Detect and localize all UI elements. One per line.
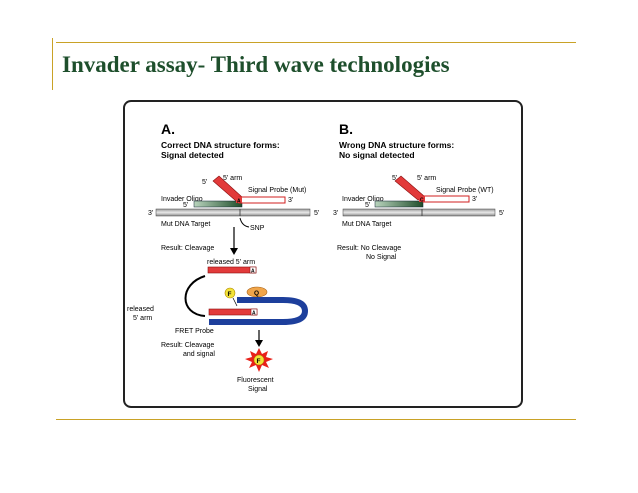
- panel-a-three-prime-target: 3': [148, 210, 153, 217]
- panel-a-fret-probe-label: FRET Probe: [175, 328, 214, 335]
- panel-a-fluorophore-label: F: [228, 291, 232, 298]
- panel-b-five-prime-oligo: 5': [365, 202, 370, 209]
- panel-a-fluorescent-line2: Signal: [248, 386, 268, 393]
- panel-b-three-prime-probe: 3': [472, 196, 477, 203]
- title-accent-vertical-line: [52, 38, 53, 90]
- panel-b-five-prime-target: 5': [499, 210, 504, 217]
- panel-a-five-prime-oligo: 5': [183, 202, 188, 209]
- panel-a-invading-arm: [208, 308, 258, 316]
- figure-diagram: A. Correct DNA structure forms: Signal d…: [127, 121, 504, 393]
- panel-a-invader-oligo-label: Invader Oligo: [161, 196, 203, 203]
- panel-b-heading-line2: No signal detected: [339, 150, 415, 160]
- panel-a-letter: A.: [161, 121, 175, 137]
- footer-divider-line: [56, 419, 576, 420]
- panel-b-signal-probe: [422, 195, 470, 203]
- panel-a-curved-arrow: [184, 275, 206, 317]
- panel-a-fluorophore-link: [232, 297, 238, 307]
- panel-a-fluorescent-line1: Fluorescent: [237, 377, 274, 384]
- panel-b-letter: B.: [339, 121, 353, 137]
- panel-a-signal-probe-label: Signal Probe (Mut): [248, 187, 306, 194]
- panel-a-free-fluorophore-label: F: [257, 358, 261, 365]
- panel-a-signal-probe: [238, 196, 286, 204]
- title-accent-horizontal-line: [56, 42, 576, 43]
- panel-a-arrow-1-head: [230, 248, 238, 255]
- panel-b-invader-oligo: [374, 200, 424, 208]
- panel-a-released-arm-label: released 5' arm: [207, 259, 255, 266]
- panel-b-target-label: Mut DNA Target: [342, 221, 391, 228]
- panel-a-arrow-2-head: [255, 340, 263, 347]
- slide-title: Invader assay- Third wave technologies: [62, 52, 450, 77]
- invader-assay-figure: A. Correct DNA structure forms: Signal d…: [123, 100, 523, 408]
- panel-a-heading-line2: Signal detected: [161, 150, 224, 160]
- panel-b-five-prime-top: 5': [392, 175, 397, 182]
- panel-a-result2-line1: Result: Cleavage: [161, 342, 214, 349]
- panel-b-five-arm-label: 5' arm: [417, 175, 436, 182]
- panel-b-result-line1: Result: No Cleavage: [337, 245, 401, 252]
- panel-a-probe-base: A: [237, 199, 241, 205]
- panel-a-quencher-label: Q: [254, 290, 259, 297]
- panel-a-target-label: Mut DNA Target: [161, 221, 210, 228]
- panel-a-three-prime-probe: 3': [288, 197, 293, 204]
- panel-b-invader-oligo-label: Invader Oligo: [342, 196, 384, 203]
- panel-a-fluorophore: [224, 287, 236, 299]
- panel-a-released-label-line2: 5' arm: [133, 315, 152, 322]
- panel-b-probe-base: C: [420, 198, 424, 204]
- panel-a-free-fluorophore: [253, 354, 265, 366]
- panel-a-released-base: A: [251, 269, 255, 275]
- panel-a-five-prime-top: 5': [202, 179, 207, 186]
- panel-a-fret-probe: [209, 297, 309, 325]
- panel-a-heading-line1: Correct DNA structure forms:: [161, 140, 280, 150]
- panel-a-released-base-box: [249, 266, 257, 274]
- panel-a-target-strand: [155, 208, 311, 217]
- panel-b-result-line2: No Signal: [366, 254, 397, 261]
- panel-a-released-arm: [207, 266, 257, 274]
- panel-a-invader-oligo: [193, 200, 243, 208]
- panel-a-result1: Result: Cleavage: [161, 245, 214, 252]
- panel-a-snp-label: SNP: [250, 225, 265, 232]
- panel-a-probe-base-box: [236, 197, 242, 203]
- panel-a-five-arm-label: 5' arm: [223, 175, 242, 182]
- panel-b-probe-base-box: [419, 196, 425, 202]
- panel-b-target-strand: [342, 208, 496, 217]
- panel-a-invading-base: A: [252, 311, 256, 317]
- panel-a-five-prime-target: 5': [314, 210, 319, 217]
- panel-a-invading-base-box: [250, 308, 258, 316]
- panel-b-signal-probe-label: Signal Probe (WT): [436, 187, 494, 194]
- panel-b-heading-line1: Wrong DNA structure forms:: [339, 140, 454, 150]
- panel-b-three-prime-target: 3': [333, 210, 338, 217]
- panel-a-released-label-line1: released: [127, 306, 154, 313]
- panel-a-snp-pointer: [239, 217, 250, 228]
- panel-a-result2-line2: and signal: [183, 351, 215, 358]
